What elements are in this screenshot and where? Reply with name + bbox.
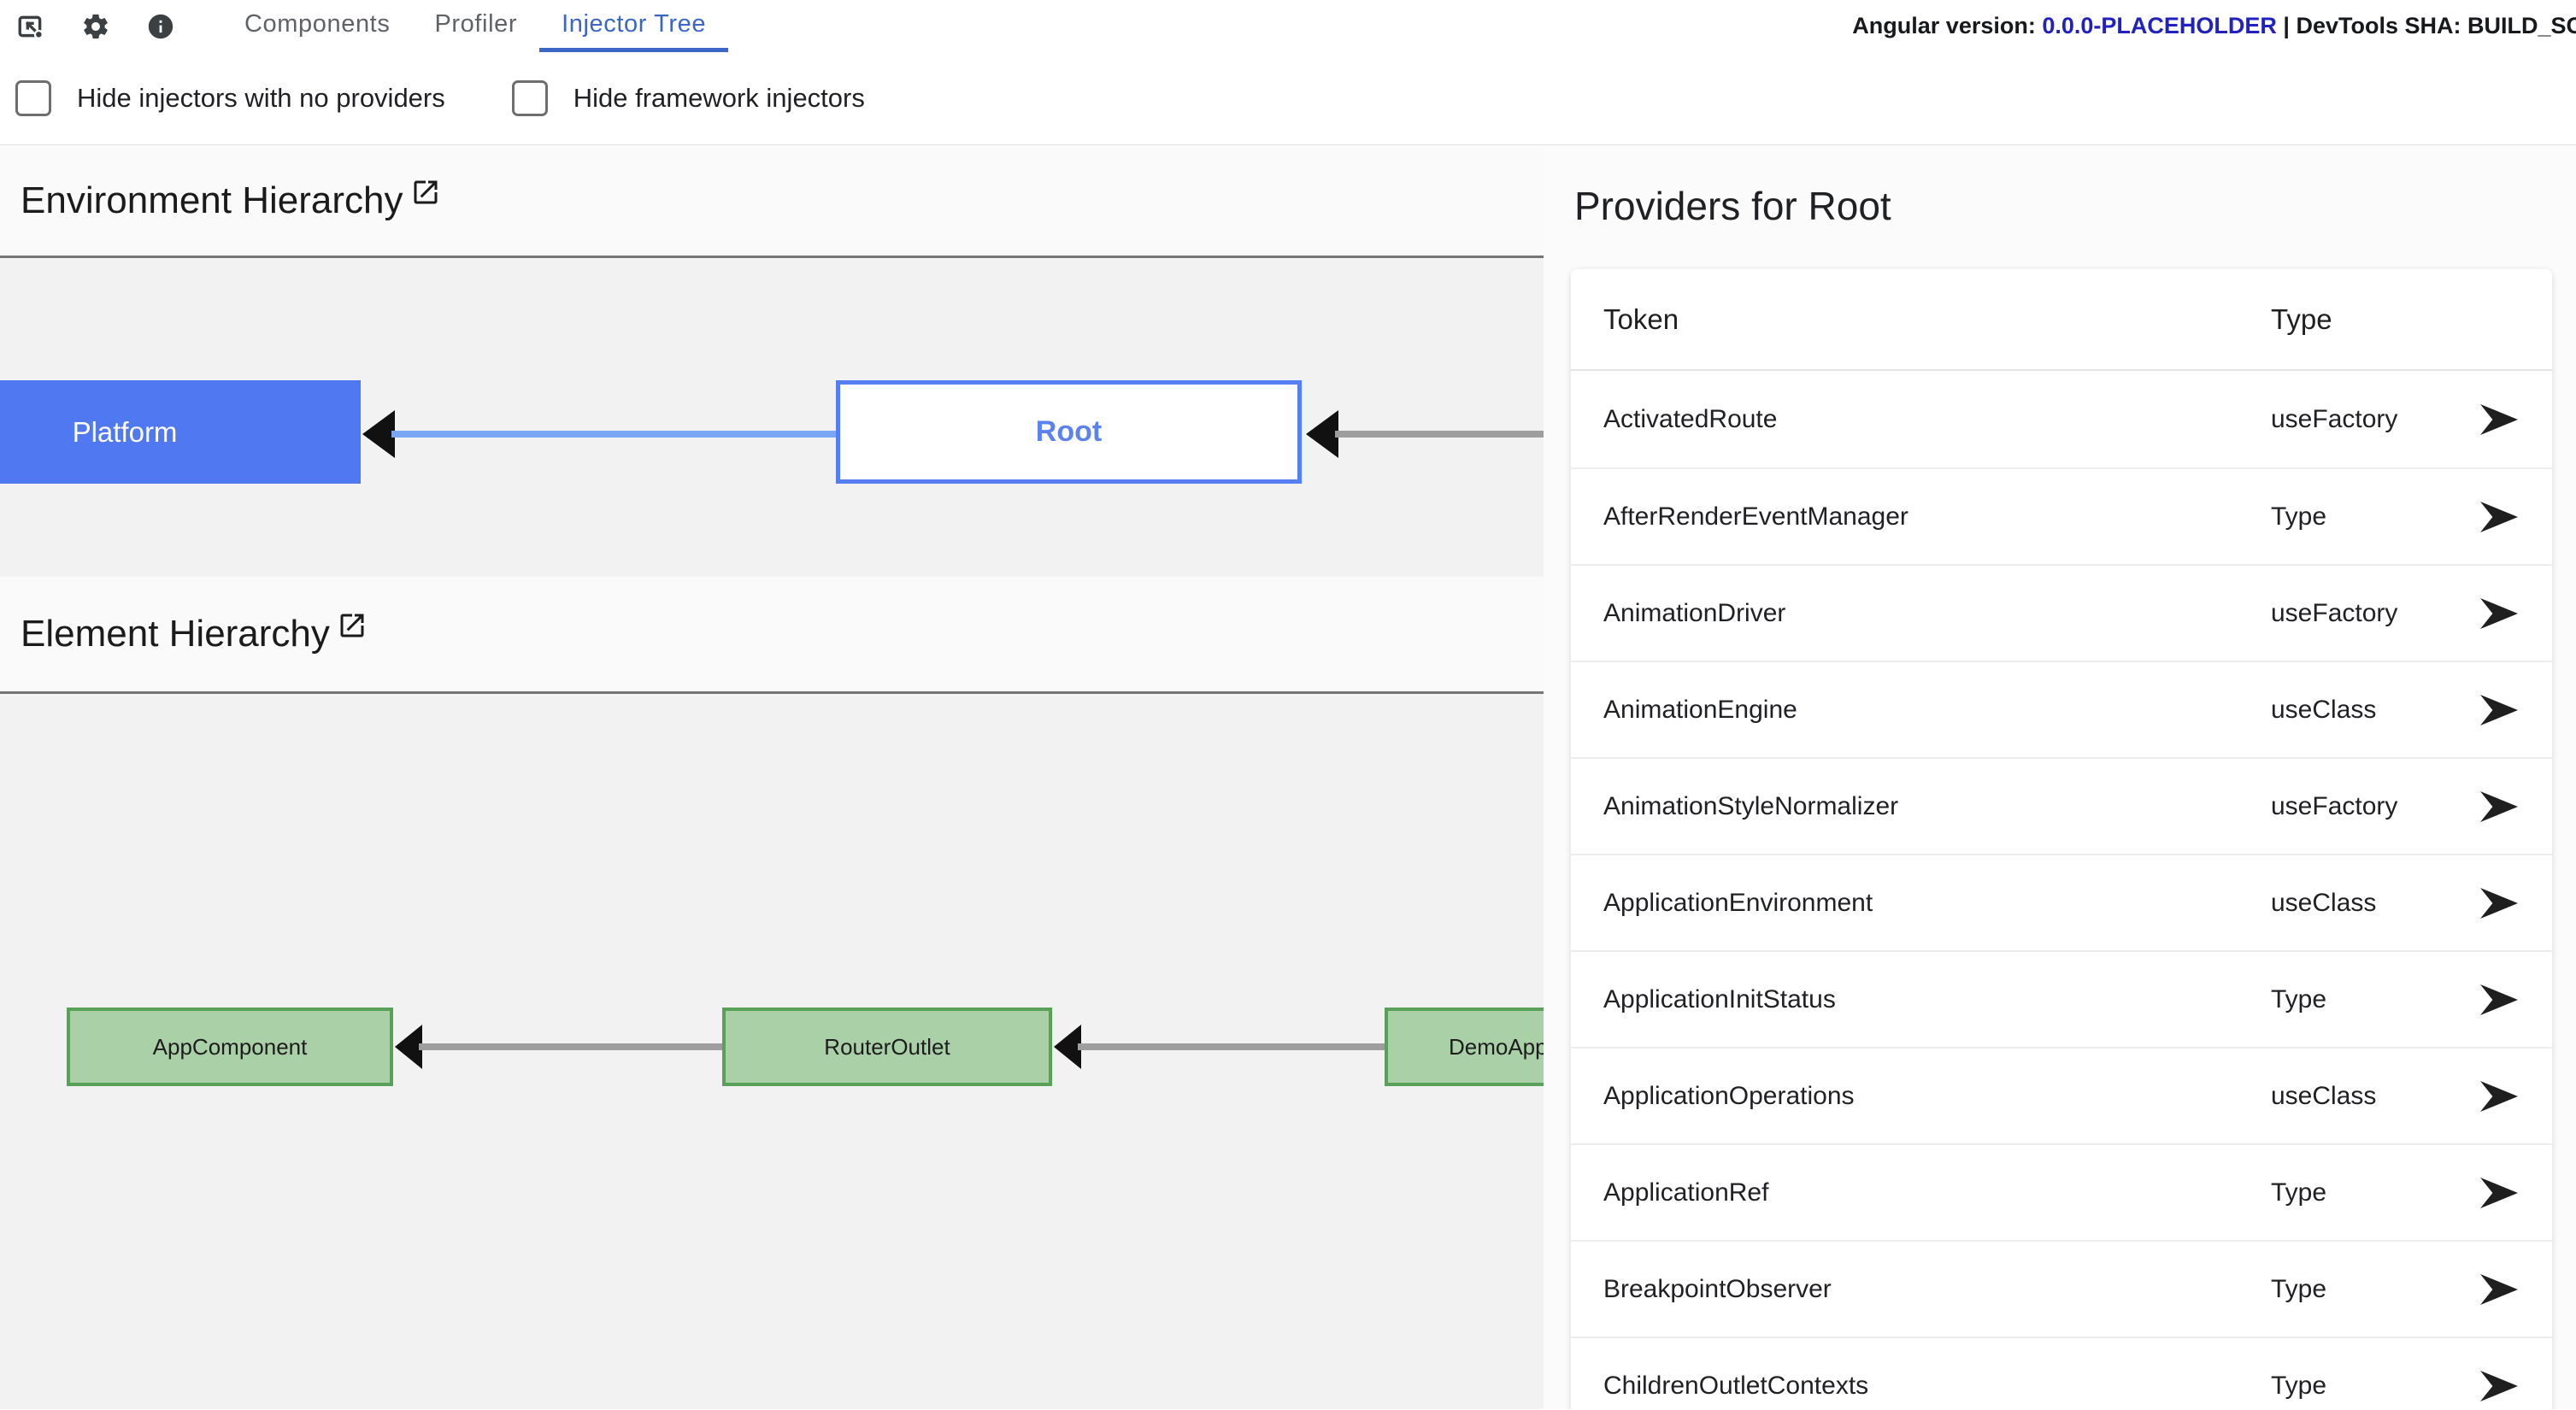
provider-type: useClass: [2271, 695, 2377, 724]
provider-row[interactable]: AfterRenderEventManager Type: [1571, 467, 2552, 564]
element-hierarchy-title-text: Element Hierarchy: [21, 613, 330, 655]
edge-arrowhead-icon: [1054, 1025, 1081, 1069]
log-provider-arrow-icon[interactable]: [2475, 886, 2552, 920]
open-in-new-icon[interactable]: [337, 610, 368, 641]
provider-type: useClass: [2271, 1081, 2377, 1110]
edge-root-to-platform: [391, 431, 836, 438]
provider-row[interactable]: BreakpointObserver Type: [1571, 1240, 2552, 1337]
providers-table-header: Token Type: [1571, 269, 2552, 371]
version-suffix: | DevTools SHA: BUILD_SC: [2276, 13, 2576, 38]
provider-type: Type: [2271, 502, 2327, 531]
main-tabs: Components Profiler Injector Tree: [222, 0, 729, 52]
edge-into-root: [1335, 431, 1544, 438]
version-link[interactable]: 0.0.0-PLACEHOLDER: [2042, 13, 2277, 38]
edge-routeroutlet-to-appcomponent: [419, 1043, 722, 1050]
provider-row[interactable]: ActivatedRoute useFactory: [1571, 371, 2552, 467]
provider-type: useClass: [2271, 888, 2377, 917]
provider-row[interactable]: ApplicationOperations useClass: [1571, 1047, 2552, 1143]
hide-no-providers-label: Hide injectors with no providers: [77, 83, 445, 113]
provider-type: useFactory: [2271, 404, 2398, 433]
provider-token: ApplicationEnvironment: [1603, 888, 1873, 917]
injector-graph-panel: Environment Hierarchy Platform Root Elem…: [0, 145, 1544, 1409]
environment-hierarchy-title: Environment Hierarchy: [21, 179, 441, 222]
element-hierarchy-title: Element Hierarchy: [21, 613, 368, 655]
provider-row[interactable]: AnimationEngine useClass: [1571, 661, 2552, 757]
provider-token: AnimationDriver: [1603, 598, 1786, 627]
hide-no-providers-option[interactable]: Hide injectors with no providers: [15, 80, 445, 116]
log-provider-arrow-icon[interactable]: [2475, 402, 2552, 437]
environment-hierarchy-diagram: Platform Root: [0, 258, 1544, 577]
provider-type: Type: [2271, 1274, 2327, 1303]
hide-framework-checkbox[interactable]: [511, 80, 548, 116]
providers-table-card: Token Type ActivatedRoute useFactory Aft…: [1571, 269, 2552, 1409]
open-in-new-icon[interactable]: [410, 177, 441, 208]
provider-row[interactable]: AnimationDriver useFactory: [1571, 564, 2552, 661]
settings-gear-icon[interactable]: [77, 8, 115, 45]
token-column-header: Token: [1603, 303, 1679, 335]
filter-bar: Hide injectors with no providers Hide fr…: [0, 52, 2576, 145]
provider-type: Type: [2271, 984, 2327, 1013]
edge-arrowhead-icon: [1306, 410, 1338, 458]
edge-arrowhead-icon: [362, 410, 395, 458]
version-prefix: Angular version:: [1852, 13, 2043, 38]
environment-hierarchy-header: Environment Hierarchy: [0, 145, 1544, 258]
injector-node-root[interactable]: Root: [836, 380, 1302, 484]
type-column-header: Type: [2271, 303, 2332, 335]
provider-token: ApplicationInitStatus: [1603, 984, 1836, 1013]
main-split: Environment Hierarchy Platform Root Elem…: [0, 145, 2576, 1409]
log-provider-arrow-icon[interactable]: [2475, 790, 2552, 824]
log-provider-arrow-icon[interactable]: [2475, 983, 2552, 1017]
top-toolbar: Components Profiler Injector Tree Angula…: [0, 0, 2576, 52]
provider-row[interactable]: ApplicationEnvironment useClass: [1571, 854, 2552, 950]
log-provider-arrow-icon[interactable]: [2475, 1369, 2552, 1403]
log-provider-arrow-icon[interactable]: [2475, 596, 2552, 631]
provider-token: AfterRenderEventManager: [1603, 502, 1908, 531]
provider-type: Type: [2271, 1371, 2327, 1400]
provider-row[interactable]: ApplicationRef Type: [1571, 1143, 2552, 1240]
tab-injector-tree[interactable]: Injector Tree: [539, 0, 729, 52]
log-provider-arrow-icon[interactable]: [2475, 693, 2552, 727]
provider-type: useFactory: [2271, 791, 2398, 820]
injector-node-demoappcomponent[interactable]: DemoAppComponent: [1385, 1008, 1544, 1086]
hide-framework-option[interactable]: Hide framework injectors: [511, 80, 865, 116]
edge-demoapp-to-routeroutlet: [1078, 1043, 1385, 1050]
tab-profiler[interactable]: Profiler: [434, 9, 518, 38]
provider-row[interactable]: ChildrenOutletContexts Type: [1571, 1337, 2552, 1409]
providers-panel-title: Providers for Root: [1574, 184, 1891, 228]
hide-framework-label: Hide framework injectors: [573, 83, 865, 113]
provider-token: ApplicationOperations: [1603, 1081, 1855, 1110]
log-provider-arrow-icon[interactable]: [2475, 500, 2552, 534]
hide-no-providers-checkbox[interactable]: [15, 80, 51, 116]
inspect-element-icon[interactable]: [12, 8, 50, 45]
info-icon[interactable]: [142, 8, 179, 45]
injector-node-routeroutlet[interactable]: RouterOutlet: [722, 1008, 1052, 1086]
element-hierarchy-header: Element Hierarchy: [0, 577, 1544, 694]
element-hierarchy-diagram: AppComponent RouterOutlet DemoAppCompone…: [0, 694, 1544, 1409]
edge-arrowhead-icon: [395, 1025, 422, 1069]
providers-table-body: ActivatedRoute useFactory AfterRenderEve…: [1571, 371, 2552, 1409]
log-provider-arrow-icon[interactable]: [2475, 1272, 2552, 1307]
environment-hierarchy-title-text: Environment Hierarchy: [21, 179, 403, 221]
provider-type: useFactory: [2271, 598, 2398, 627]
tab-components[interactable]: Components: [244, 9, 391, 38]
provider-token: BreakpointObserver: [1603, 1274, 1832, 1303]
provider-token: ActivatedRoute: [1603, 404, 1778, 433]
provider-row[interactable]: AnimationStyleNormalizer useFactory: [1571, 757, 2552, 854]
provider-type: Type: [2271, 1178, 2327, 1207]
log-provider-arrow-icon[interactable]: [2475, 1176, 2552, 1210]
provider-token: AnimationStyleNormalizer: [1603, 791, 1899, 820]
injector-node-appcomponent[interactable]: AppComponent: [67, 1008, 393, 1086]
provider-token: ChildrenOutletContexts: [1603, 1371, 1869, 1400]
injector-node-platform[interactable]: Platform: [0, 380, 361, 484]
provider-token: AnimationEngine: [1603, 695, 1797, 724]
log-provider-arrow-icon[interactable]: [2475, 1079, 2552, 1113]
provider-token: ApplicationRef: [1603, 1178, 1769, 1207]
provider-row[interactable]: ApplicationInitStatus Type: [1571, 950, 2552, 1047]
version-info: Angular version: 0.0.0-PLACEHOLDER | Dev…: [1852, 13, 2576, 39]
providers-panel: Providers for Root Token Type ActivatedR…: [1544, 145, 2576, 1409]
